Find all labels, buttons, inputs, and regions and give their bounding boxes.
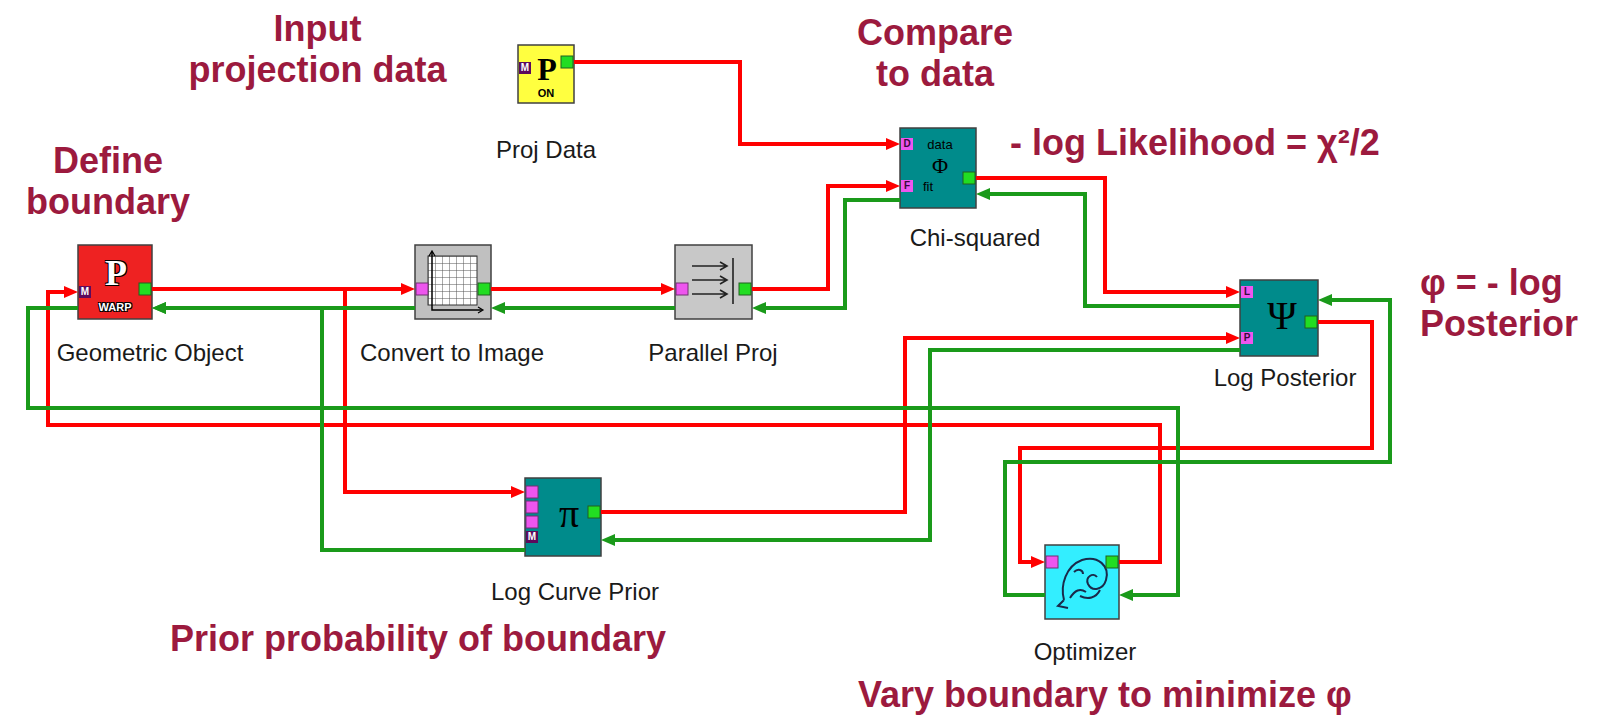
- projection-symbol: [692, 258, 733, 304]
- port-letter: M: [526, 531, 538, 543]
- output-port: [588, 506, 600, 518]
- module-name: Chi-squared: [910, 224, 1041, 252]
- module-body: [525, 478, 601, 556]
- icon-glyph: WARP: [99, 302, 132, 313]
- annotation: Compare to data: [845, 12, 1025, 94]
- icon-glyph: Ψ: [1267, 296, 1297, 336]
- signal-connector: [152, 289, 515, 492]
- input-port: [676, 283, 688, 295]
- output-port: [139, 283, 151, 295]
- signal-connector: [574, 62, 890, 144]
- signal-connector: [48, 292, 1160, 562]
- module-node: MPONProj Data: [518, 45, 574, 103]
- image-grid: [428, 256, 477, 305]
- signal-connector: [491, 287, 665, 291]
- annotation: Define boundary: [8, 140, 208, 222]
- module-node: πMLog Curve Prior: [525, 478, 601, 556]
- module-name: Geometric Object: [57, 339, 244, 367]
- icon-glyph: P: [105, 255, 127, 291]
- module-body: [900, 128, 976, 208]
- module-body: [1240, 280, 1318, 356]
- output-port: [1106, 556, 1118, 568]
- module-name: Log Curve Prior: [491, 578, 659, 606]
- annotation: Prior probability of boundary: [170, 618, 666, 659]
- port-letter: M: [519, 62, 531, 74]
- module-node: Convert to Image: [415, 245, 491, 319]
- module-name: Log Posterior: [1214, 364, 1357, 392]
- module-body: [78, 245, 152, 319]
- output-port: [739, 283, 751, 295]
- icon-glyph: Φ: [932, 155, 948, 177]
- port-letter: D: [901, 138, 913, 150]
- icon-glyph: ON: [538, 88, 555, 99]
- signal-connector: [762, 200, 900, 308]
- image-grid: [428, 256, 477, 305]
- module-name: Parallel Proj: [648, 339, 777, 367]
- input-port: [526, 501, 538, 513]
- output-port: [1305, 316, 1317, 328]
- icon-glyph: π: [559, 494, 579, 534]
- signal-connector: [1020, 322, 1372, 562]
- port-letter: L: [1241, 286, 1253, 298]
- signal-connector: [28, 308, 1178, 595]
- ram-head-symbol: [1058, 559, 1107, 608]
- module-node: Optimizer: [1045, 545, 1119, 619]
- module-node: MPWARPGeometric Object: [78, 245, 152, 319]
- output-port: [478, 283, 490, 295]
- module-name: Convert to Image: [360, 339, 544, 367]
- module-name: Optimizer: [1034, 638, 1137, 666]
- module-name: Proj Data: [496, 136, 596, 164]
- module-node: LΨPLog Posterior: [1240, 280, 1318, 356]
- annotation: - log Likelihood = χ²/2: [1010, 122, 1380, 163]
- grid-axes: [432, 252, 482, 310]
- module-node: DdataΦFfitChi-squared: [900, 128, 976, 208]
- signal-connector: [501, 306, 675, 310]
- input-port: [526, 516, 538, 528]
- annotation: Vary boundary to minimize φ: [858, 674, 1352, 715]
- grid-axes: [429, 251, 483, 313]
- icon-glyph: data: [927, 138, 952, 151]
- port-letter: F: [901, 180, 913, 192]
- module-body: [415, 245, 491, 319]
- module-body: [675, 245, 752, 319]
- icon-glyph: P: [537, 53, 557, 85]
- input-port: [1046, 556, 1058, 568]
- output-port: [561, 56, 573, 68]
- input-port: [416, 283, 428, 295]
- icon-glyph: fit: [923, 180, 933, 193]
- output-port: [963, 172, 975, 184]
- port-letter: P: [1241, 332, 1253, 344]
- annotation: Input projection data: [185, 8, 450, 90]
- signal-connector: [611, 350, 1240, 540]
- input-port: [526, 486, 538, 498]
- port-letter: M: [79, 286, 91, 298]
- module-body: [1045, 545, 1119, 619]
- module-node: Parallel Proj: [675, 245, 752, 319]
- annotation: φ = - log Posterior: [1420, 262, 1595, 344]
- signal-connector: [1005, 300, 1390, 595]
- module-body: [518, 45, 574, 103]
